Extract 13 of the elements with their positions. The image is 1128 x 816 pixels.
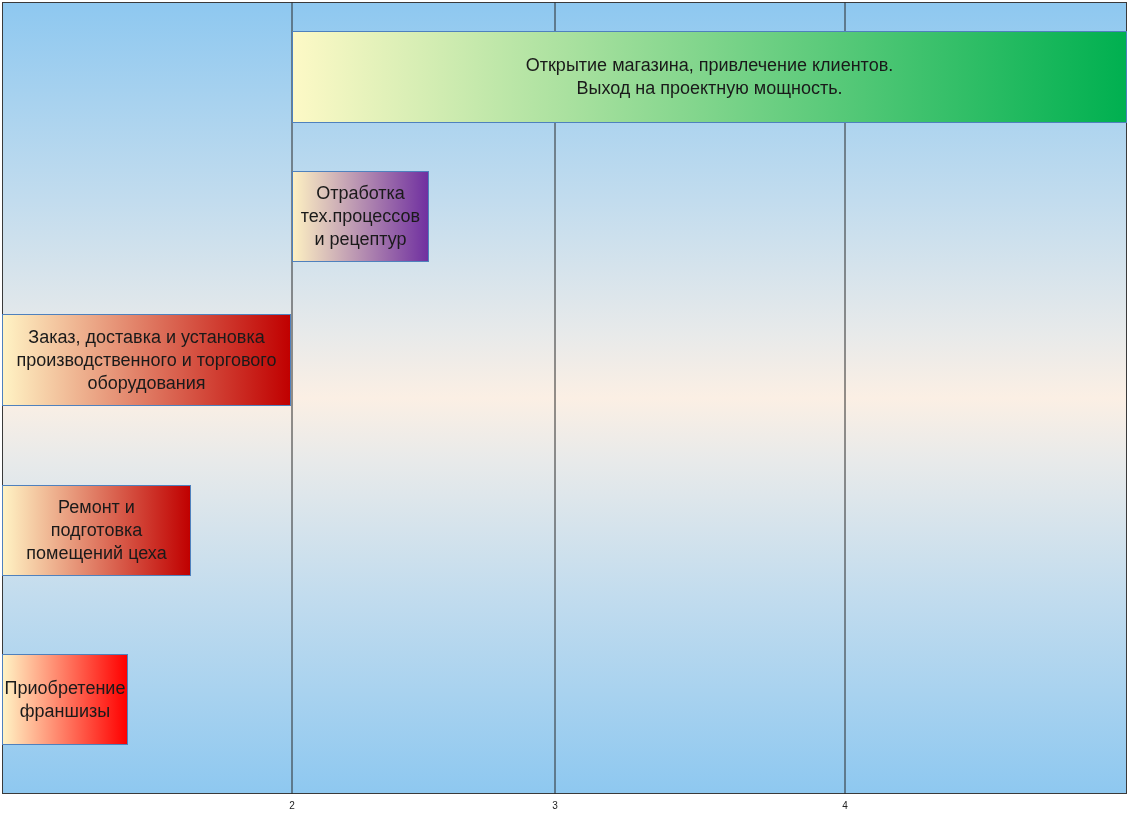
task-bar xyxy=(292,171,429,262)
task-label: Заказ, доставка и установка производственного и торгового оборудования xyxy=(15,325,278,395)
task-bar xyxy=(2,485,191,576)
task-label: Ремонт и подготовка помещений цеха xyxy=(25,496,168,565)
task-bar xyxy=(2,314,291,406)
task-label: Открытие магазина, привлечение клиентов. Выход на проектную мощность. xyxy=(524,54,895,100)
axis-tick-label: 2 xyxy=(289,800,295,812)
task-label: Приобретение франшизы xyxy=(3,676,127,723)
axis-tick-label: 4 xyxy=(842,800,848,812)
task-bar xyxy=(292,31,1127,123)
task-bar xyxy=(2,654,128,745)
axis-tick-label: 3 xyxy=(552,800,558,812)
task-label: Отработка тех.процессов и рецептур xyxy=(299,182,422,251)
